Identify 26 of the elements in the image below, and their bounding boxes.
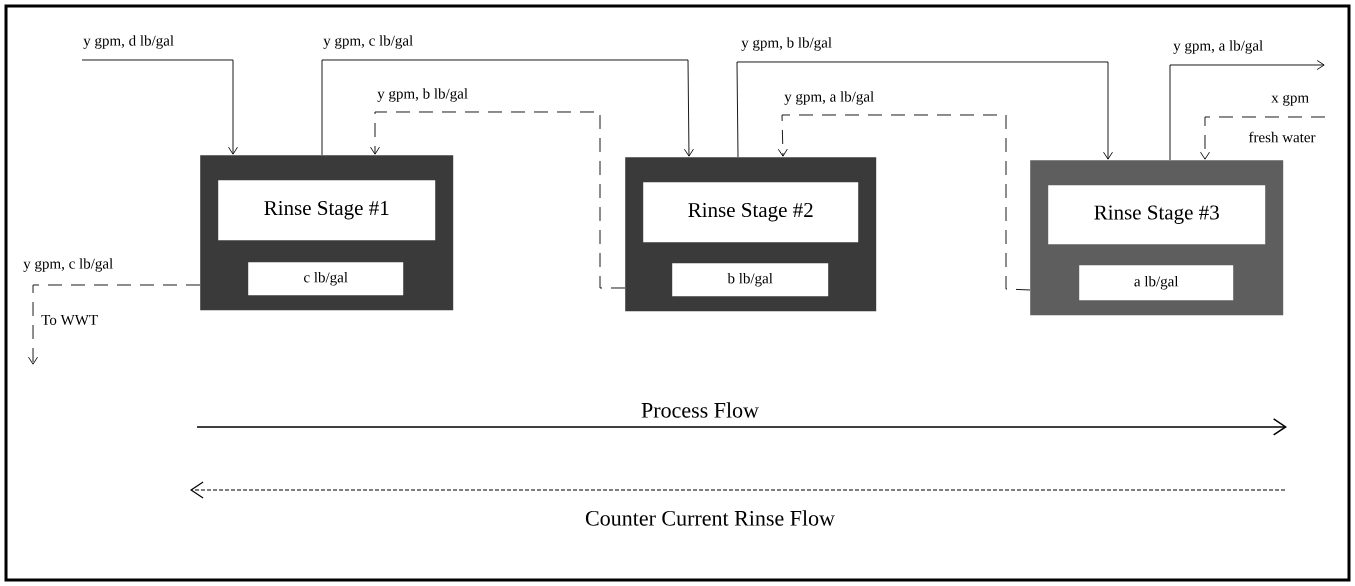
edge-label: y gpm, b lb/gal [376,87,470,103]
concentration-label: b lb/gal [672,263,829,297]
connector-arrow [370,111,626,289]
text-label: To WWT [41,314,98,325]
edge-label: y gpm, b lb/gal [740,36,834,52]
connector-arrow [736,61,1113,160]
flow-label: Process Flow [641,402,759,418]
connector-arrow [1200,116,1326,160]
concentration-label: c lb/gal [248,262,404,296]
connector-arrow [1169,60,1325,161]
edge-label: y gpm, c lb/gal [322,34,415,50]
stage-title: Rinse Stage #1 [218,180,436,241]
connector-arrow [81,59,238,155]
stage-title: Rinse Stage #2 [643,182,859,243]
connector-arrow [28,284,201,365]
text-label: fresh water [1248,131,1316,143]
connector-arrow [777,114,1031,291]
edge-label: y gpm, c lb/gal [22,257,115,273]
edge-label: y gpm, a lb/gal [783,90,876,106]
edge-label: y gpm, a lb/gal [1172,39,1265,55]
edge-label: y gpm, d lb/gal [82,34,176,50]
stage-title: Rinse Stage #3 [1048,185,1266,245]
edge-label: x gpm [1270,93,1311,107]
connector-arrow [321,59,694,157]
flow-label: Counter Current Rinse Flow [585,510,835,526]
concentration-label: a lb/gal [1079,265,1234,301]
